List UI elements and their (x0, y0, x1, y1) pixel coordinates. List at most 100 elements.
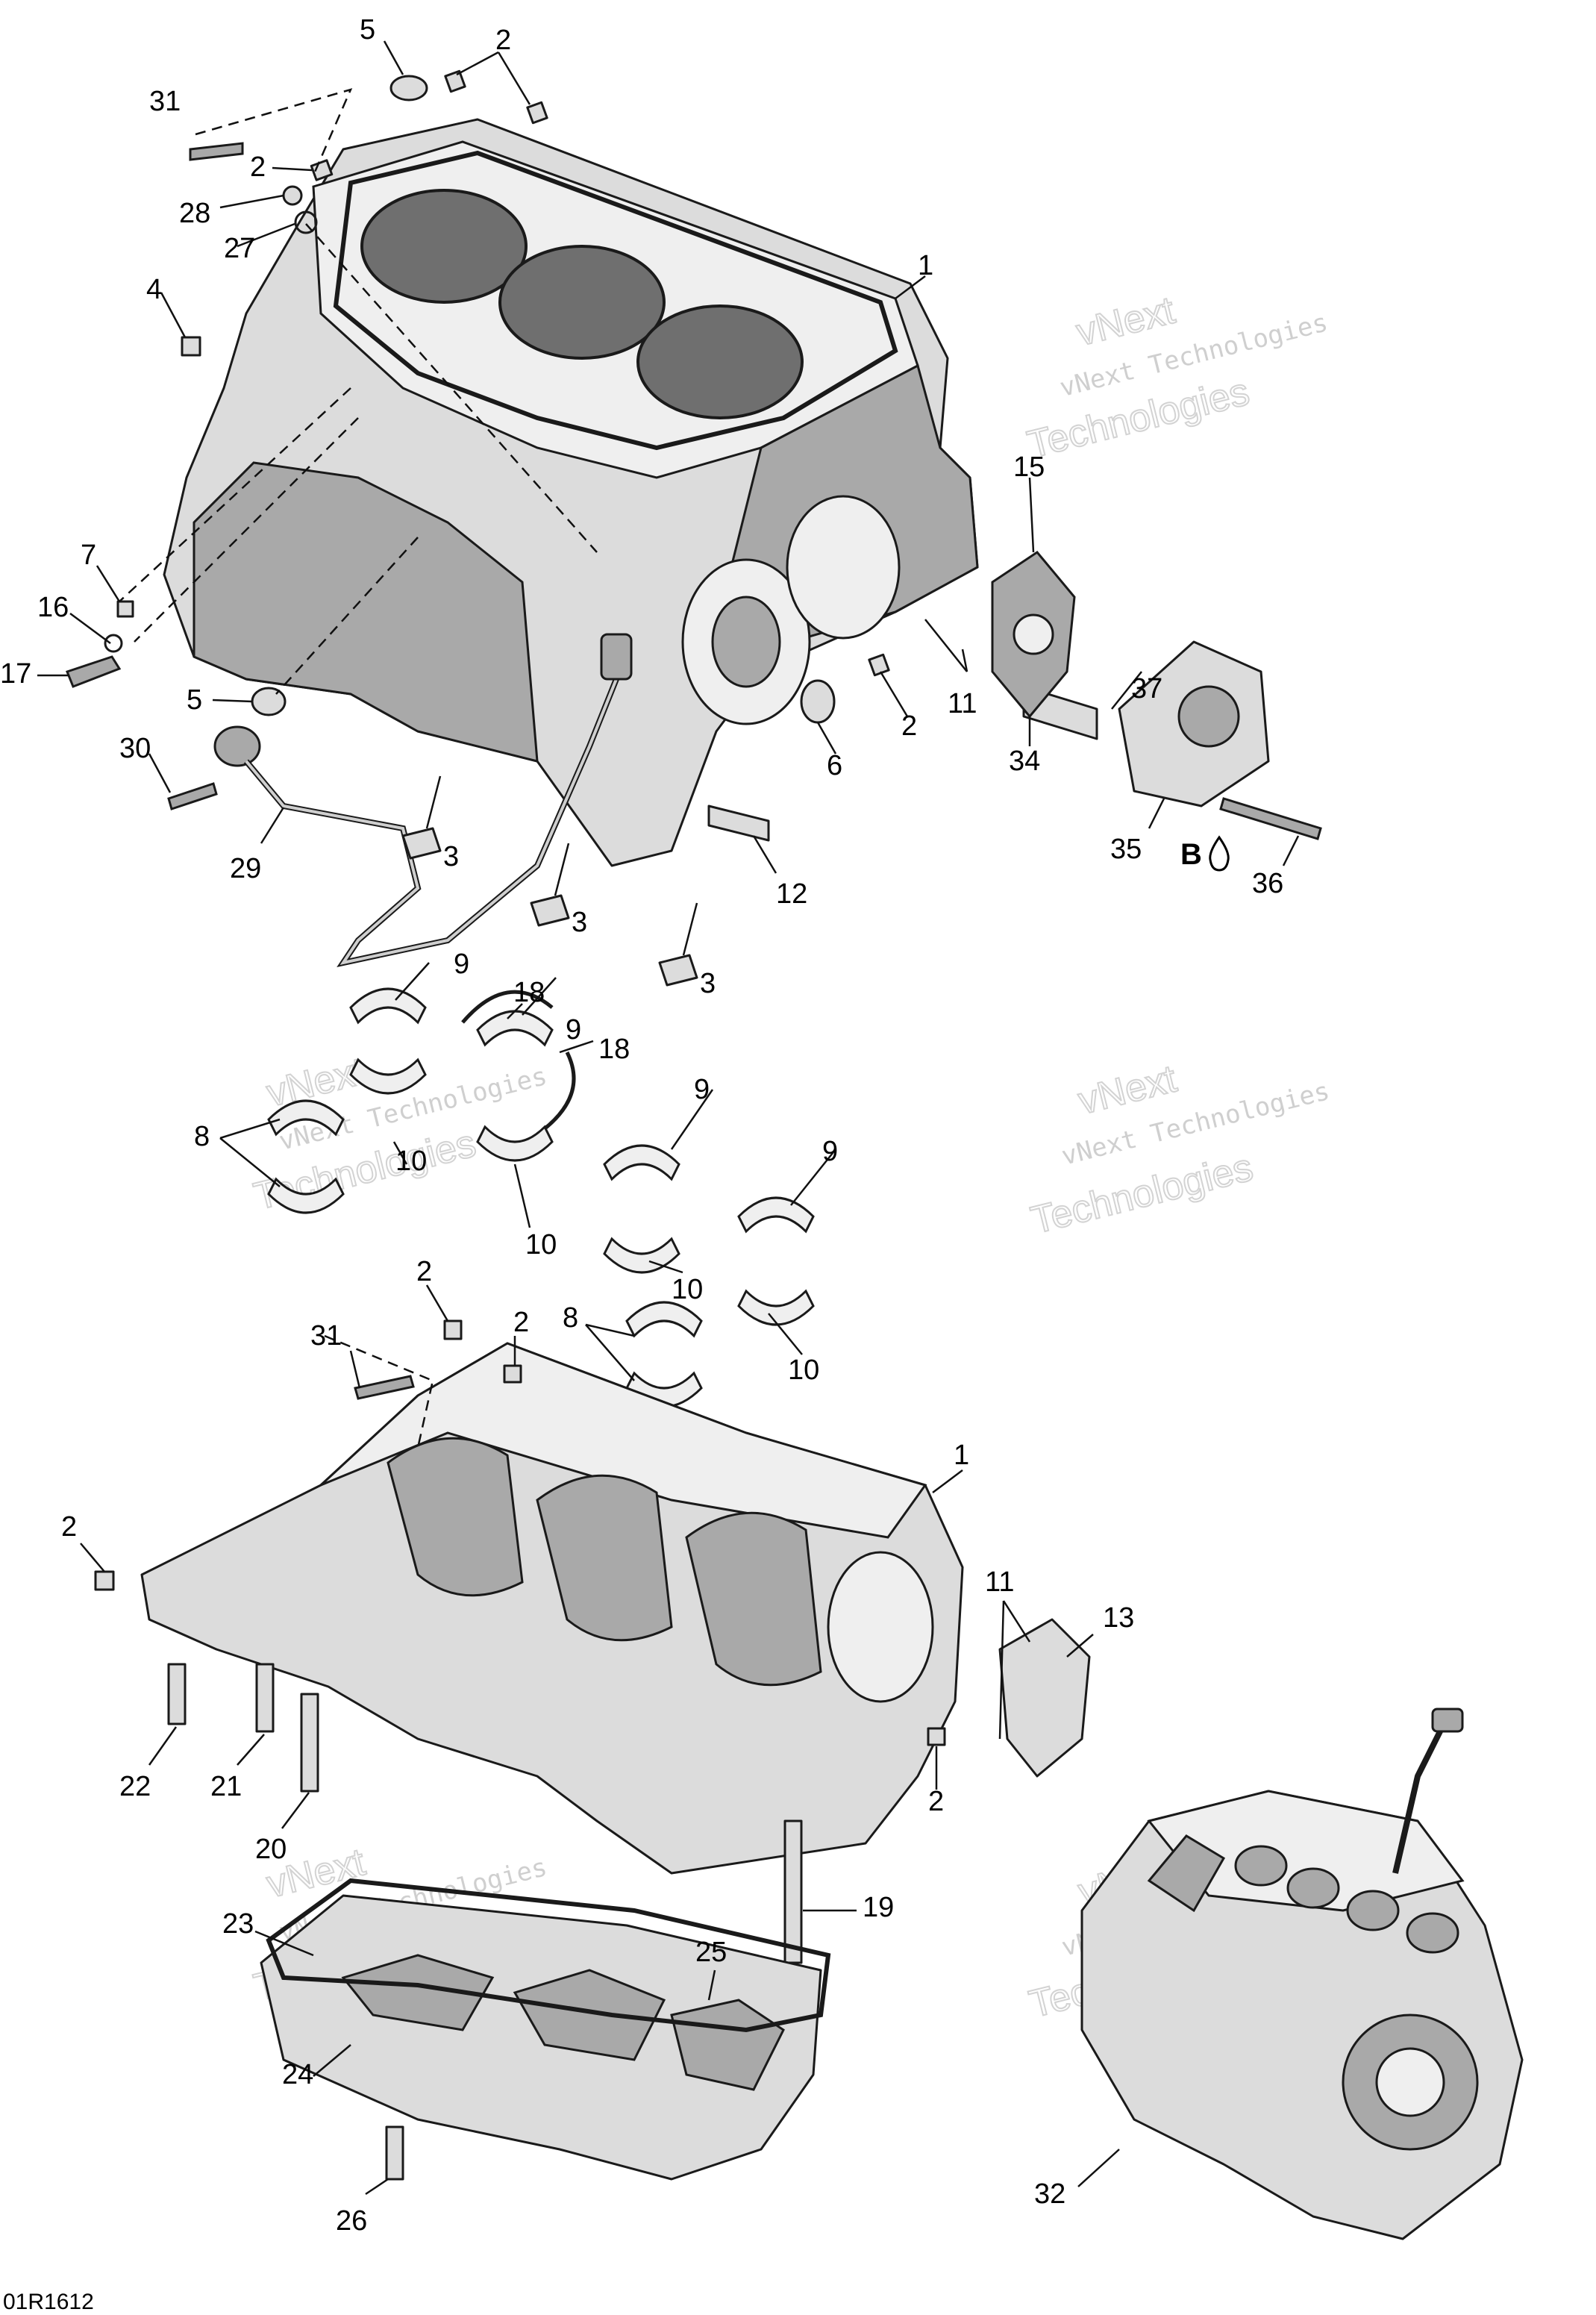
plug-5-top (389, 75, 428, 101)
bearing-9c (603, 1144, 680, 1181)
gasket-23 (266, 1878, 831, 2033)
bolt-31-top (189, 142, 244, 161)
bearing-10a (349, 1057, 427, 1095)
callout-35: 35 (1110, 834, 1142, 865)
callout-21: 21 (210, 1771, 242, 1802)
svg-text:vNext: vNext (1074, 1057, 1181, 1123)
housing-35 (1118, 640, 1270, 807)
bearing-10b (476, 1125, 554, 1162)
callout-27: 27 (224, 233, 255, 264)
callout-19: 19 (863, 1892, 894, 1923)
callout-15: 15 (1013, 452, 1045, 483)
bolt-30 (167, 782, 218, 810)
callout-10d: 10 (788, 1355, 819, 1386)
callout-8-lower: 8 (563, 1302, 578, 1334)
pin-12 (707, 805, 770, 842)
callout-2-lower-left: 2 (61, 1511, 77, 1543)
callout-24: 24 (282, 2059, 313, 2090)
callout-32: 32 (1034, 2178, 1065, 2210)
callout-18b: 18 (598, 1034, 630, 1065)
callout-26: 26 (336, 2205, 367, 2237)
bolt-36 (1219, 797, 1322, 840)
sensor-17 (66, 655, 122, 688)
svg-text:Technologies: Technologies (1027, 1146, 1257, 1243)
callout-37: 37 (1131, 673, 1162, 705)
callout-31-lower: 31 (310, 1320, 342, 1352)
lubricant-code-b: B (1180, 838, 1202, 871)
callout-31-top: 31 (149, 86, 181, 117)
callout-30: 30 (119, 733, 151, 764)
callout-29: 29 (230, 853, 261, 884)
callout-20: 20 (255, 1834, 287, 1865)
upper-crankcase (163, 118, 979, 867)
callout-13: 13 (1103, 1602, 1134, 1634)
callout-labels: 1 1 2 2 2 2 2 2 2 3 3 3 4 5 5 6 7 8 8 9 … (0, 14, 1283, 2237)
callout-5-lower: 5 (187, 684, 202, 716)
watermark-top-right: vNext vNext Technologies Technologies (1022, 288, 1330, 468)
callout-17: 17 (0, 658, 31, 690)
knock-sensor-29 (213, 633, 633, 967)
callout-28: 28 (179, 198, 210, 229)
callout-9c: 9 (694, 1074, 710, 1105)
bearing-10d (737, 1289, 815, 1326)
bearing-9d (737, 1196, 815, 1234)
callout-2-lower-top-right: 2 (513, 1307, 529, 1338)
callout-23: 23 (222, 1908, 254, 1940)
thrust-washer-18b (536, 1051, 576, 1137)
washer-28 (282, 185, 303, 206)
bolt-31-lower (354, 1375, 415, 1400)
callout-10b: 10 (525, 1229, 557, 1260)
callout-4: 4 (146, 274, 162, 305)
bearing-8b-upper (625, 1301, 703, 1338)
callout-2-top-left: 2 (250, 151, 266, 183)
dowel-2-lower-top (443, 1319, 463, 1340)
callout-2-top: 2 (495, 25, 511, 56)
callout-34: 34 (1009, 746, 1040, 777)
thrust-washer-18a (461, 990, 554, 1024)
oil-jets-3 (401, 775, 698, 987)
callout-1-lower: 1 (954, 1440, 969, 1471)
engine-assembly-32 (1080, 1708, 1524, 2240)
svg-text:vNext: vNext (1072, 289, 1180, 355)
callout-11-upper: 11 (948, 688, 977, 719)
dowel-2-lower-left (94, 1570, 115, 1591)
bearing-8a-lower (267, 1177, 345, 1214)
bolt-22 (167, 1663, 187, 1725)
callout-3c: 3 (700, 968, 716, 999)
leader-lines (37, 40, 1300, 2196)
bolt-26 (385, 2125, 404, 2181)
dowel-2-lower-right (927, 1727, 946, 1746)
dowel-2-right (868, 653, 890, 677)
dowel-2-lower-top-right (503, 1364, 522, 1384)
callout-9d: 9 (822, 1136, 838, 1167)
bolt-20 (300, 1693, 319, 1793)
lower-bolts (167, 1663, 803, 2181)
lower-crankcase (94, 1319, 1091, 1875)
callout-16: 16 (37, 592, 69, 623)
bearing-9a (349, 987, 427, 1025)
bushing-6 (800, 679, 836, 724)
bolt-21 (255, 1663, 275, 1733)
callout-12: 12 (776, 878, 807, 910)
callout-36: 36 (1252, 868, 1283, 899)
plug-4 (181, 336, 201, 357)
callout-6: 6 (827, 750, 842, 781)
oring-27 (294, 210, 318, 234)
oil-pan-24 (260, 1894, 822, 2181)
callout-2-lower-right: 2 (928, 1786, 944, 1817)
plug-5-lower (251, 687, 287, 716)
callout-11-lower: 11 (985, 1566, 1014, 1598)
callout-7: 7 (81, 540, 96, 571)
callout-18a: 18 (513, 977, 545, 1008)
callout-5-top: 5 (360, 14, 375, 46)
bearing-8a-upper (267, 1099, 345, 1137)
callout-3b: 3 (572, 907, 587, 938)
watermark-mid-right: vNext vNext Technologies Technologies (1026, 1056, 1333, 1243)
callout-10a: 10 (395, 1146, 427, 1177)
bolt-19 (783, 1819, 803, 1964)
oil-drop-icon (1209, 835, 1230, 872)
callout-22: 22 (119, 1771, 151, 1802)
cover-13 (998, 1618, 1091, 1778)
callout-10c: 10 (672, 1274, 703, 1305)
